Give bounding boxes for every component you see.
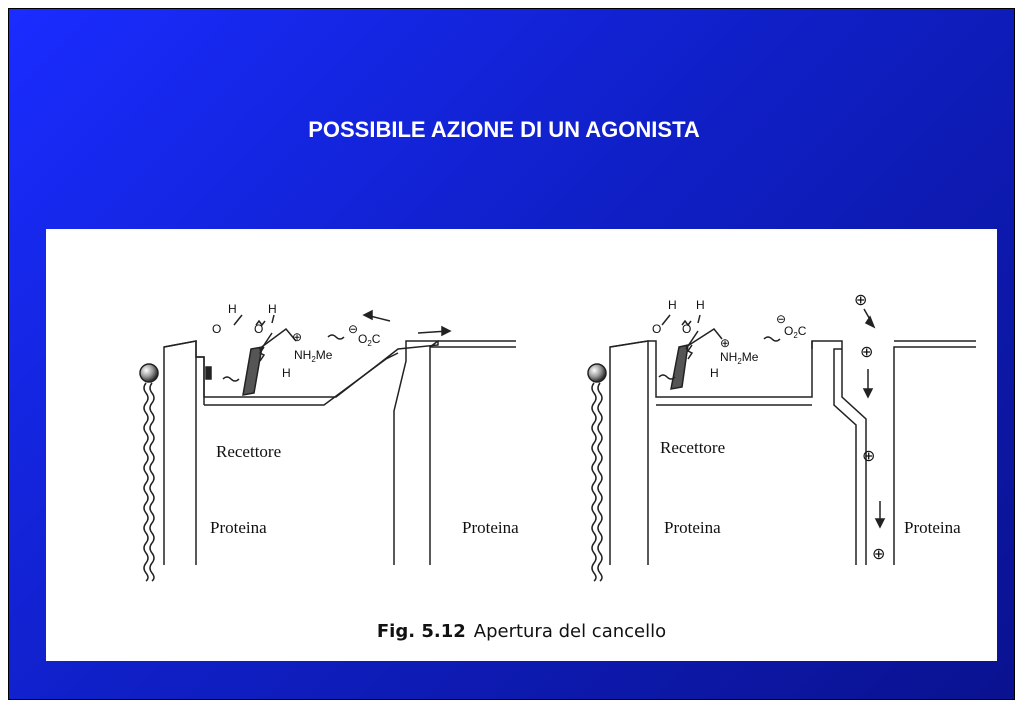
right-chem-h1: H <box>668 298 677 312</box>
right-ion-4: ⊕ <box>872 546 885 563</box>
right-chem-carboxylate: O2C <box>784 324 807 340</box>
left-chem-amine: NH2Me <box>294 348 333 364</box>
left-chem-h3: H <box>282 366 291 380</box>
right-lipid-tail <box>591 382 597 582</box>
left-protein-left-label: Proteina <box>210 518 267 537</box>
right-right-protein-outline <box>893 346 976 565</box>
right-chem-plus: ⊕ <box>720 336 730 350</box>
right-chem-minus: ⊖ <box>776 312 786 326</box>
left-chem-minus: ⊖ <box>348 322 358 336</box>
right-chem-o2: O <box>682 322 691 336</box>
left-chem-plus: ⊕ <box>292 330 302 344</box>
right-lipid-head <box>587 363 607 383</box>
left-lipid-tail <box>143 382 149 582</box>
left-receptor-outline <box>163 340 439 565</box>
right-chem-h2: H <box>696 298 705 312</box>
left-chem-o2: O <box>254 322 263 336</box>
right-aromatic-ring <box>670 344 689 390</box>
figure-number: Fig. 5.12 <box>376 621 466 642</box>
left-chem-carboxylate: O2C <box>358 332 381 348</box>
right-protein-right-label: Proteina <box>904 518 961 537</box>
gate-opening-diagram: H H O O ⊕ NH2Me H ⊖ O2C Recettore Protei… <box>139 292 976 582</box>
left-chem-h2: H <box>268 302 277 316</box>
right-receptor-label: Recettore <box>660 438 725 457</box>
right-ion-1: ⊕ <box>854 292 867 309</box>
left-aromatic-ring <box>242 346 263 396</box>
right-chemistry-labels: H H O O ⊕ NH2Me H ⊖ O2C ⊕ ⊕ ⊕ ⊕ Recettor… <box>652 292 961 563</box>
slide: POSSIBILE AZIONE DI UN AGONISTA <box>8 8 1015 700</box>
left-chemistry-labels: H H O O ⊕ NH2Me H ⊖ O2C Recettore Protei… <box>210 302 519 537</box>
left-lipid-head <box>139 363 159 383</box>
slide-title: POSSIBILE AZIONE DI UN AGONISTA <box>308 117 700 142</box>
right-ion-2: ⊕ <box>860 344 873 361</box>
right-chem-o1: O <box>652 322 661 336</box>
figure-caption: Fig. 5.12 Apertura del cancello <box>46 621 997 642</box>
right-protein-left-label: Proteina <box>664 518 721 537</box>
figure-panel: H H O O ⊕ NH2Me H ⊖ O2C Recettore Protei… <box>46 229 997 661</box>
left-receptor-label: Recettore <box>216 442 281 461</box>
left-chem-h1: H <box>228 302 237 316</box>
left-chem-o1: O <box>212 322 221 336</box>
right-ion-3: ⊕ <box>862 448 875 465</box>
right-chem-amine: NH2Me <box>720 350 759 366</box>
figure-caption-text: Apertura del cancello <box>473 621 667 642</box>
right-panel <box>587 308 976 582</box>
left-panel <box>139 309 516 582</box>
left-protein-right-label: Proteina <box>462 518 519 537</box>
right-chem-h3: H <box>710 366 719 380</box>
